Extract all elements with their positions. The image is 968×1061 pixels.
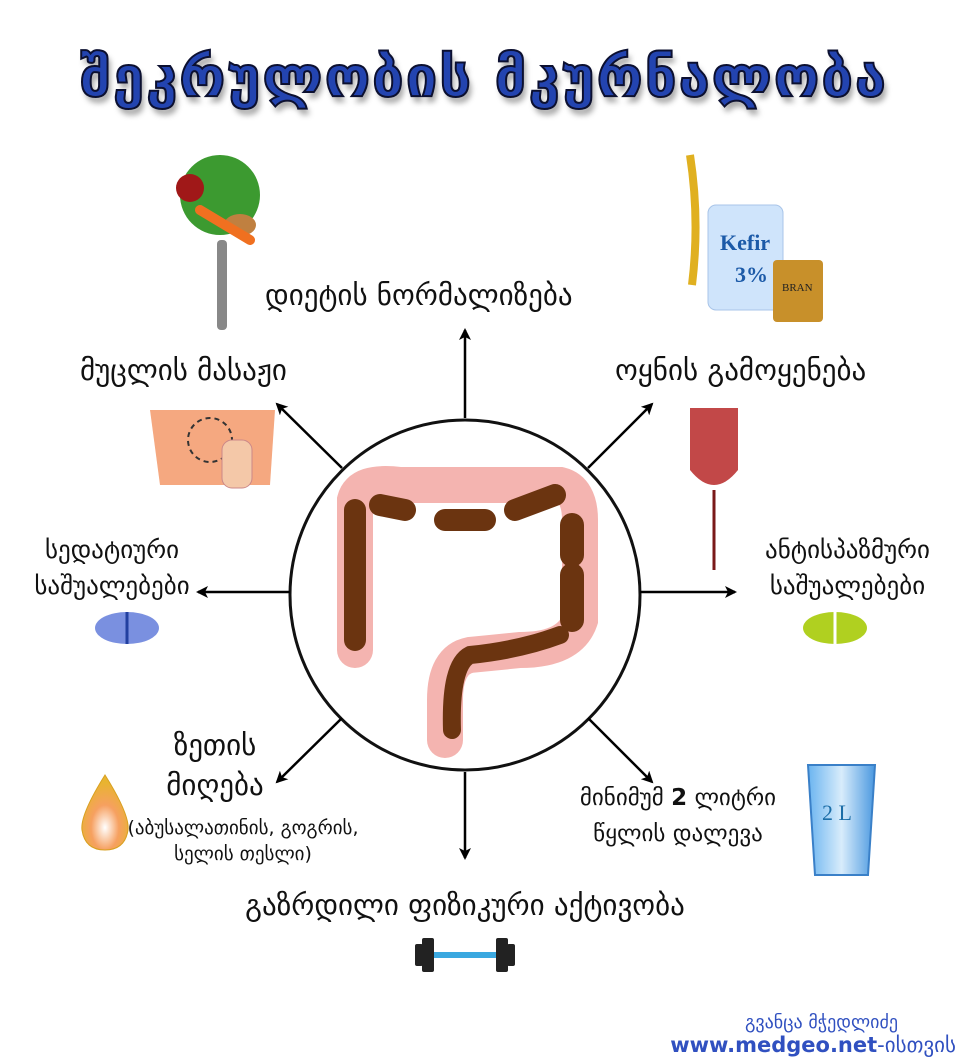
oil-note: (აბუსალათინის, გოგრის, სელის თესლი) (118, 815, 368, 867)
fork-vegetables-icon (176, 155, 260, 330)
blue-pill-icon (95, 612, 159, 644)
water-line1: მინიმუმ 2 ლიტრი (548, 780, 808, 816)
diet-label: დიეტის ნორმალიზება (265, 278, 573, 312)
oil-line1: ზეთის (173, 728, 257, 762)
glass-label: 2 L (822, 800, 852, 825)
enema-label: ოყნის გამოყენება (615, 353, 867, 387)
arrow-up-right (587, 402, 654, 469)
massage-label: მუცლის მასაჟი (80, 353, 287, 387)
sedatives-label: სედატიური საშუალებები (22, 532, 202, 604)
footer-site-suffix: -ისთვის (877, 1033, 956, 1057)
belly-massage-icon (150, 410, 275, 489)
arrow-down-left (275, 717, 343, 784)
dumbbell-icon (415, 938, 515, 972)
oil-drop-icon (81, 774, 129, 851)
water-glass-icon (806, 764, 877, 876)
water-word-minimum: მინიმუმ (579, 785, 664, 811)
activity-label: გაზრდილი ფიზიკური აქტივობა (245, 888, 685, 922)
oil-note-line1: (აბუსალათინის, გოგრის, (127, 817, 359, 839)
arrow-up-left (275, 402, 343, 469)
water-amount: 2 (671, 785, 688, 811)
oil-note-line2: სელის თესლი) (174, 843, 312, 865)
green-pill-icon (803, 612, 867, 644)
oil-line2: მიღება (166, 768, 264, 802)
sedatives-line2: საშუალებები (34, 571, 190, 600)
sedatives-line1: სედატიური (44, 535, 180, 564)
antispasmodic-line1: ანტისპაზმური (765, 535, 930, 564)
oil-label: ზეთის მიღება (150, 725, 280, 805)
arrow-down-right (587, 717, 654, 784)
kefir-bran-icon (686, 154, 823, 322)
water-line2: წყლის დალევა (593, 821, 763, 847)
footer-site: www.medgeo.net-ისთვის (670, 1033, 956, 1057)
page-title: შეკრულობის მკურნალობა (79, 44, 888, 111)
footer-author: გვანცა მჭედლიძე (744, 1012, 898, 1033)
antispasmodic-line2: საშუალებები (769, 571, 926, 600)
water-word-liter: ლიტრი (694, 785, 777, 811)
bran-label: BRAN (782, 282, 813, 294)
kefir-label: Kefir (720, 230, 771, 255)
kefir-percent: 3% (735, 262, 768, 287)
footer-site-url[interactable]: www.medgeo.net (670, 1033, 878, 1057)
antispasmodic-label: ანტისპაზმური საშუალებები (735, 532, 960, 604)
enema-icon (690, 408, 738, 570)
water-label: მინიმუმ 2 ლიტრი წყლის დალევა (548, 780, 808, 852)
colon-icon (337, 466, 598, 758)
